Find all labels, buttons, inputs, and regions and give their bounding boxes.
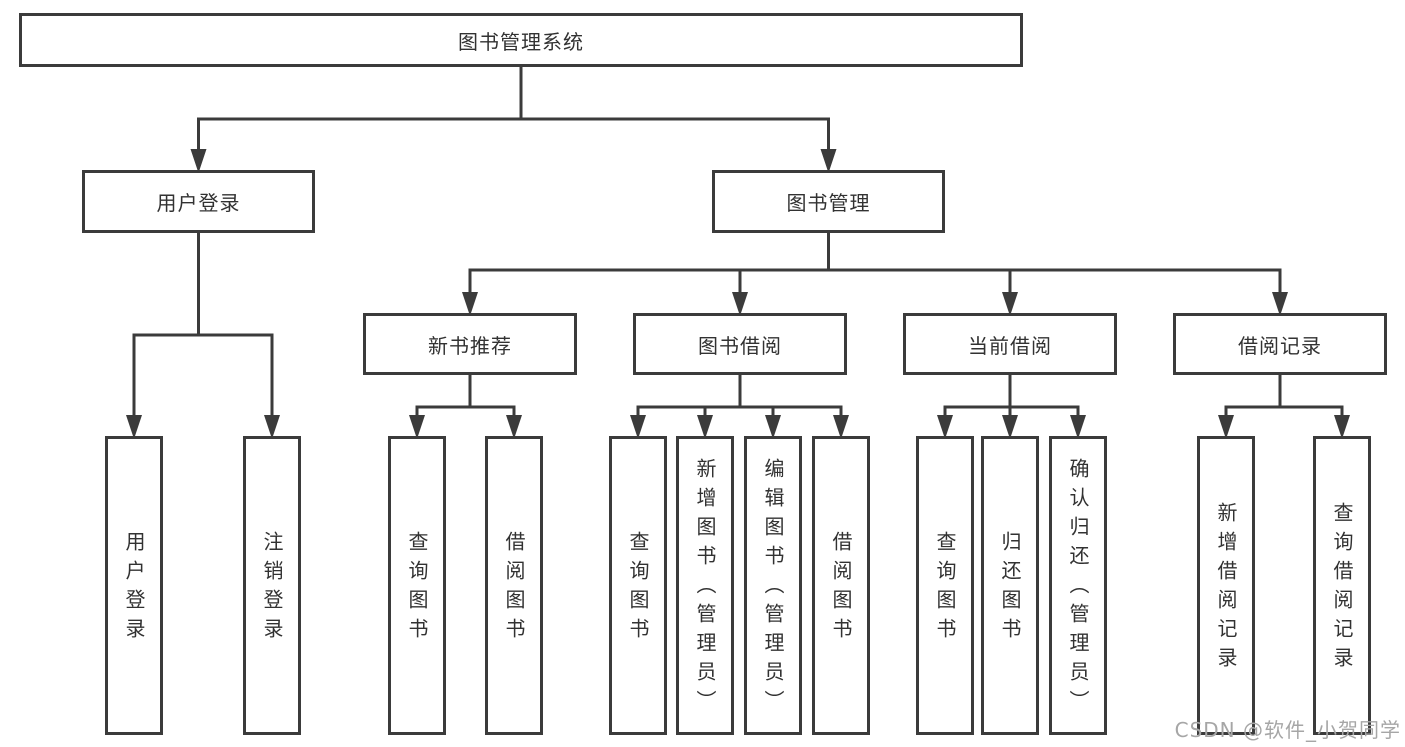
tree-node-rec-query-book: 查询图书	[388, 436, 446, 735]
tree-node-logout: 注销登录	[243, 436, 301, 735]
tree-node-cb-return-book: 归还图书	[981, 436, 1039, 735]
tree-node-book-borrow: 图书借阅	[633, 313, 847, 375]
watermark: CSDN @软件_小贺同学	[1174, 718, 1401, 742]
tree-node-current-borrow: 当前借阅	[903, 313, 1117, 375]
tree-node-login: 用户登录	[105, 436, 163, 735]
tree-node-cb-query-book: 查询图书	[916, 436, 974, 735]
tree-node-bb-add-book: 新增图书（管理员）	[676, 436, 734, 735]
tree-node-br-add-record: 新增借阅记录	[1197, 436, 1255, 735]
tree-node-user-login: 用户登录	[82, 170, 315, 233]
tree-node-bb-edit-book: 编辑图书（管理员）	[744, 436, 802, 735]
tree-node-book-mgmt: 图书管理	[712, 170, 945, 233]
tree-node-bb-query-book: 查询图书	[609, 436, 667, 735]
tree-node-bb-borrow-book: 借阅图书	[812, 436, 870, 735]
tree-node-cb-confirm-return: 确认归还（管理员）	[1049, 436, 1107, 735]
tree-node-new-book-rec: 新书推荐	[363, 313, 577, 375]
tree-node-rec-borrow-book: 借阅图书	[485, 436, 543, 735]
tree-node-borrow-records: 借阅记录	[1173, 313, 1387, 375]
tree-node-br-query-record: 查询借阅记录	[1313, 436, 1371, 735]
tree-node-root: 图书管理系统	[19, 13, 1023, 67]
